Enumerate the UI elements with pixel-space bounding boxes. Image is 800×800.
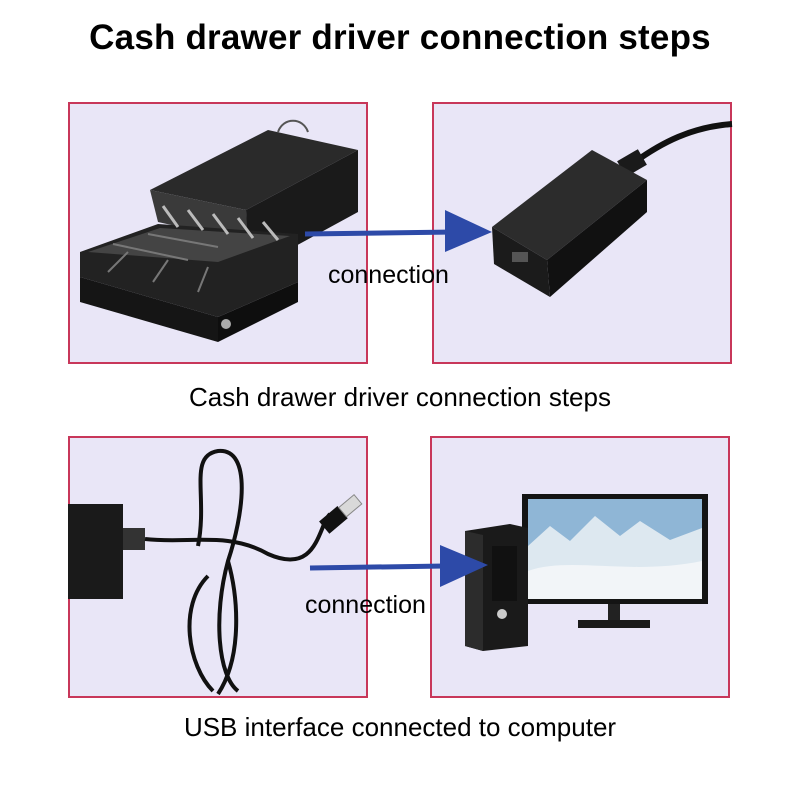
connection-label-bottom: connection	[305, 591, 426, 619]
connection-label-top: connection	[328, 261, 449, 289]
power-adapter-icon	[492, 121, 733, 297]
page-title: Cash drawer driver connection steps	[89, 18, 711, 57]
usb-cable-icon	[68, 448, 363, 696]
cash-drawer-icon	[80, 119, 358, 342]
caption-top: Cash drawer driver connection steps	[189, 382, 611, 412]
desktop-computer-icon	[465, 494, 708, 651]
caption-bottom: USB interface connected to computer	[183, 712, 617, 742]
